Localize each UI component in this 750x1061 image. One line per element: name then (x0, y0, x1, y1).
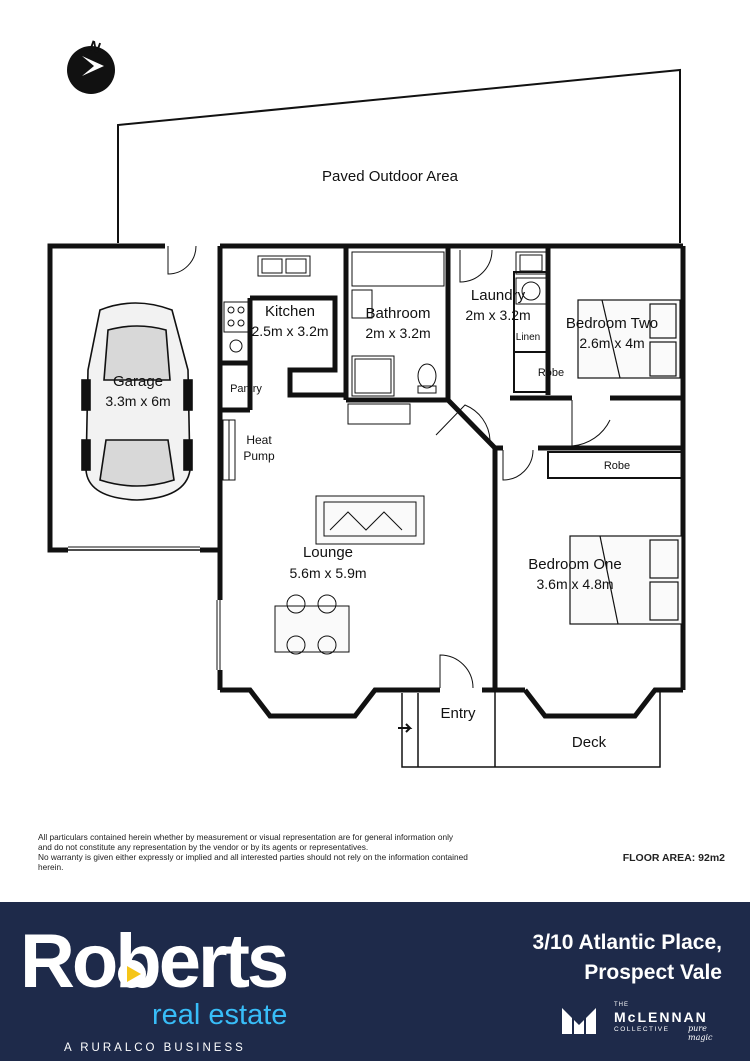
heat-pump-icon (222, 419, 236, 481)
laundry-fixtures (515, 251, 547, 305)
bedroom-one-label: Bedroom One (528, 556, 621, 573)
lounge-dims: 5.6m x 5.9m (289, 565, 366, 581)
sofa-icon (315, 495, 425, 545)
linen-label: Linen (516, 332, 540, 343)
roberts-logo: Roberts real estate A RURALCO BUSINESS (20, 919, 289, 1055)
lounge-window (216, 600, 221, 670)
car-icon (81, 302, 193, 501)
mclennan-m-icon (562, 1008, 596, 1034)
address-line-2: Prospect Vale (584, 961, 722, 984)
garage-walls (47, 243, 223, 553)
disclaimer-line-2: No warranty is given either expressly or… (38, 852, 468, 872)
brand-name: Roberts (20, 919, 289, 1004)
bathroom-dims: 2m x 3.2m (365, 325, 430, 341)
dining-table-icon (274, 594, 350, 655)
garage-label: Garage (113, 373, 163, 390)
lounge-label: Lounge (303, 544, 353, 561)
entry-label: Entry (440, 705, 476, 722)
robe-upper-label: Robe (538, 367, 564, 379)
laundry-dims: 2m x 3.2m (465, 307, 530, 323)
pump-label: Pump (243, 449, 275, 463)
kitchen-dims: 2.5m x 3.2m (251, 323, 328, 339)
bedroom-two-label: Bedroom Two (566, 315, 658, 332)
outdoor-area-label: Paved Outdoor Area (322, 168, 459, 185)
deck-label: Deck (572, 734, 607, 751)
robe-lower-label: Robe (604, 460, 630, 472)
kitchen-fixtures (223, 255, 311, 353)
bathroom-fixtures (347, 251, 445, 425)
heat-label: Heat (246, 433, 272, 447)
brand-sub: real estate (152, 999, 288, 1031)
entry-deck-outline (398, 690, 661, 768)
laundry-label: Laundry (471, 287, 526, 304)
partner-script: pure magic (688, 1024, 713, 1042)
bathroom-label: Bathroom (365, 305, 430, 322)
partner-name: McLENNAN (614, 1009, 708, 1025)
bedroom-one-dims: 3.6m x 4.8m (536, 576, 613, 592)
address-line-1: 3/10 Atlantic Place, (532, 931, 722, 954)
pantry-label: Pantry (230, 383, 262, 395)
garage-door-icon (167, 245, 197, 275)
bedroom-two-dims: 2.6m x 4m (579, 335, 644, 351)
kitchen-label: Kitchen (265, 303, 315, 320)
bed-icons (569, 299, 683, 625)
play-icon (118, 960, 146, 988)
brand-tagline: A RURALCO BUSINESS (64, 1042, 246, 1054)
floor-plan: N (47, 37, 686, 768)
north-compass-icon: N (67, 37, 115, 94)
property-address: 3/10 Atlantic Place, Prospect Vale (533, 928, 722, 988)
disclaimer-line-1: All particulars contained herein whether… (38, 832, 454, 852)
garage-dims: 3.3m x 6m (105, 393, 170, 409)
partner-collective: COLLECTIVE (614, 1026, 670, 1033)
robe-linen-walls (513, 271, 684, 479)
floor-area: FLOOR AREA: 92m2 (622, 852, 725, 864)
footer-banner: Roberts real estate A RURALCO BUSINESS 3… (0, 902, 750, 1061)
outdoor-area-outline (117, 68, 681, 243)
doors (435, 249, 611, 689)
partner-the: THE (614, 1002, 629, 1008)
mclennan-logo: THE McLENNAN COLLECTIVE pure magic (562, 1002, 732, 1042)
disclaimer: All particulars contained herein whether… (38, 832, 468, 872)
